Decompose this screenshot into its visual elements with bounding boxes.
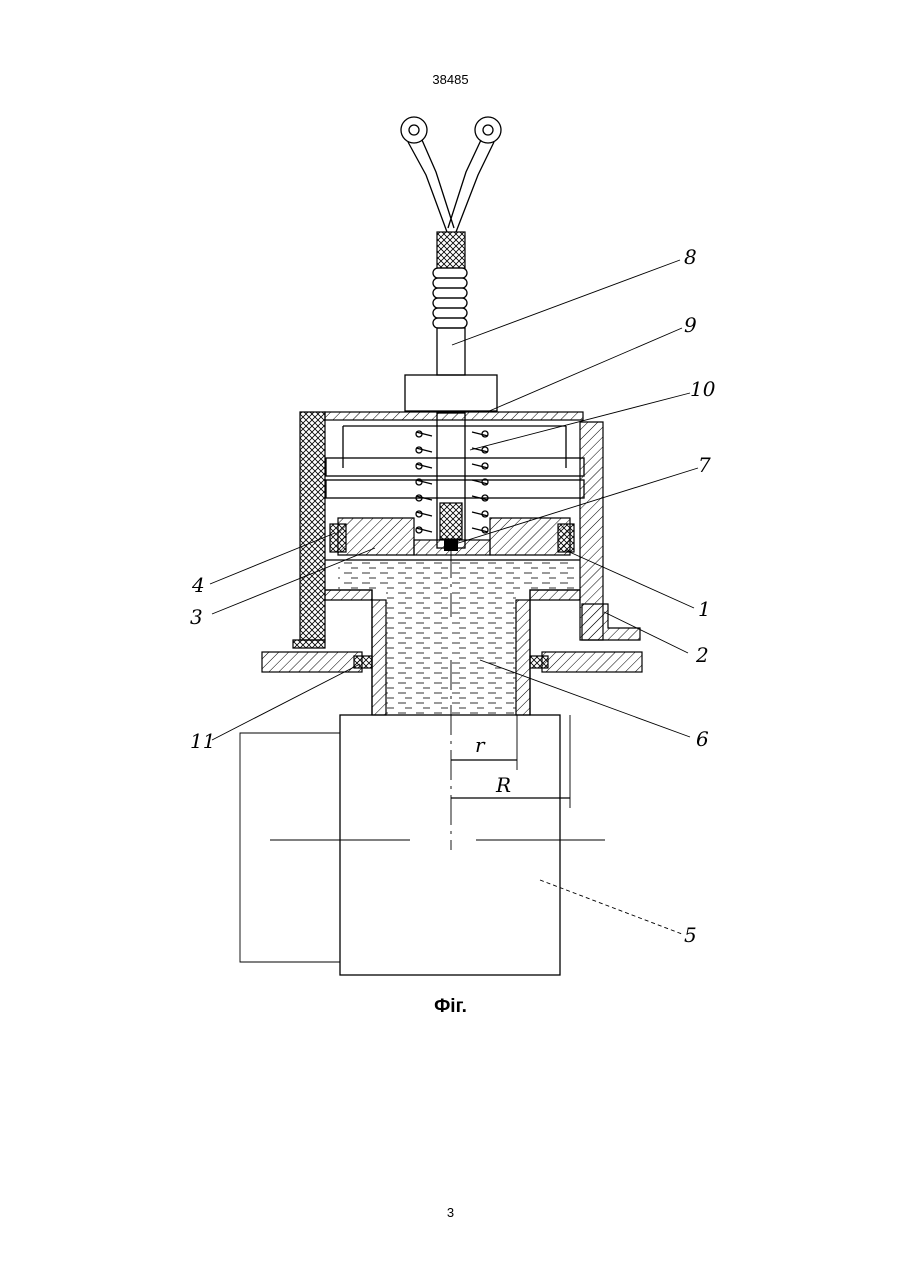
dimension-label-r: r <box>475 733 486 757</box>
label-part-2: 2 <box>695 643 709 667</box>
base-block <box>240 715 560 975</box>
label-part-8: 8 <box>684 245 697 269</box>
label-part-6: 6 <box>696 727 709 751</box>
label-part-7: 7 <box>698 453 711 477</box>
wire-terminals <box>401 117 501 232</box>
label-part-3: 3 <box>190 605 203 629</box>
plates <box>326 458 584 498</box>
label-part-5: 5 <box>684 923 697 947</box>
figure-caption: Фіг. <box>0 996 901 1018</box>
label-part-9: 9 <box>684 313 697 337</box>
page-number: 3 <box>0 1205 901 1220</box>
liquid-chamber <box>325 560 580 715</box>
label-part-10: 10 <box>690 377 716 401</box>
cable-nut <box>405 375 497 411</box>
dimensions: r R <box>451 715 570 808</box>
central-rod <box>437 413 465 551</box>
label-part-4: 4 <box>191 573 205 597</box>
label-part-11: 11 <box>190 729 215 753</box>
cable <box>433 232 467 375</box>
label-part-1: 1 <box>698 597 711 621</box>
dimension-label-R: R <box>495 773 511 797</box>
